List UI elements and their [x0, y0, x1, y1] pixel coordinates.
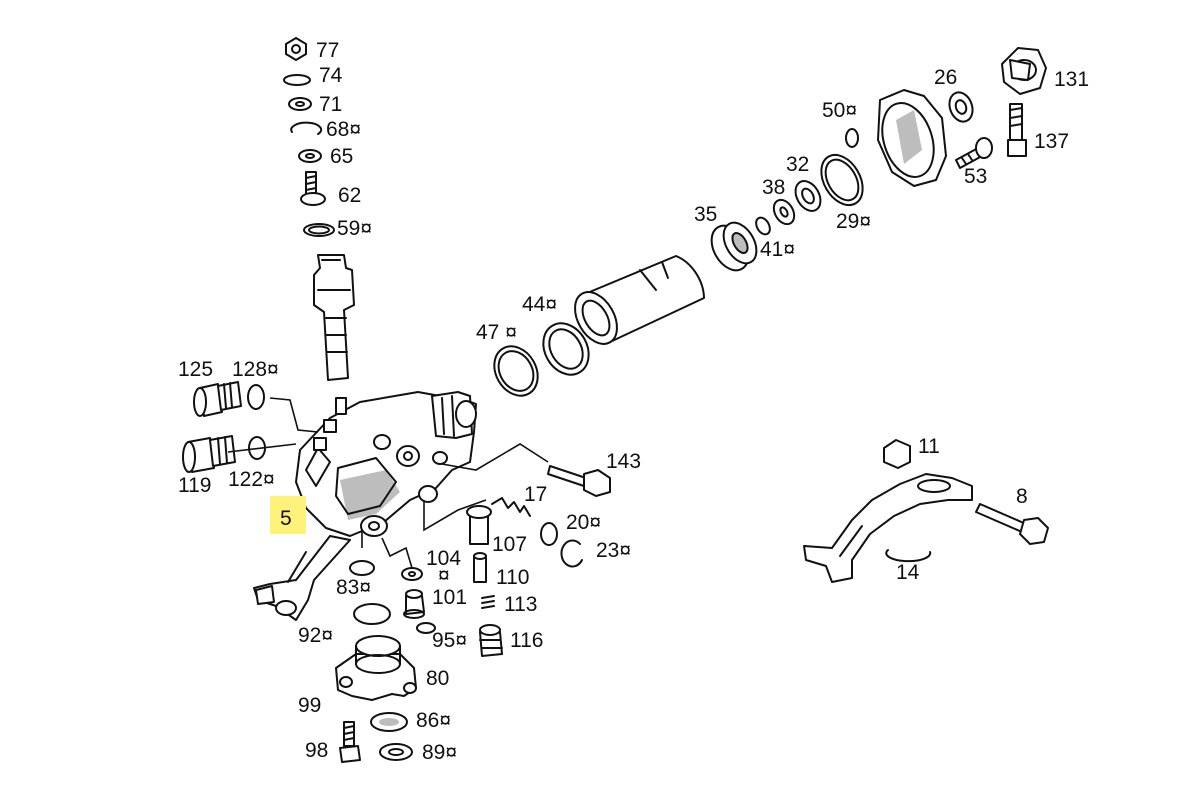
part-77-nut	[285, 37, 307, 61]
part-116-plug	[479, 624, 503, 657]
callout-119: 119	[178, 474, 211, 497]
callout-125: 125	[178, 358, 213, 381]
callout-104: 104	[426, 547, 461, 570]
callout-122: 122¤	[228, 468, 275, 491]
callout-20: 20¤	[566, 511, 601, 534]
part-32-washer	[794, 180, 822, 212]
part-53-bolt	[955, 137, 993, 169]
part-41-sealing-ring	[755, 216, 771, 236]
callout-98: 98	[305, 739, 328, 762]
callout-5: 5	[280, 507, 292, 530]
part-128-sealing-ring	[247, 384, 265, 410]
part-23-circlip	[560, 539, 583, 568]
callout-86: 86¤	[416, 709, 451, 732]
part-92-seal-ring	[353, 603, 391, 625]
callout-116: 116	[510, 629, 543, 652]
callout-38: 38	[762, 176, 785, 199]
part-44-seal-ring	[542, 322, 590, 376]
callout-14: 14	[896, 561, 920, 584]
callout-137: 137	[1034, 130, 1069, 153]
cylinder-tube	[574, 255, 705, 345]
part-8-bolt	[975, 503, 1049, 545]
part-38-washer	[772, 198, 796, 226]
part-101-plug	[403, 589, 425, 619]
callout-92: 92¤	[298, 624, 333, 647]
part-110-pin	[473, 552, 487, 583]
part-74-lock-washer	[283, 74, 311, 86]
callout-83: 83¤	[336, 576, 371, 599]
callout-74: 74	[319, 64, 343, 87]
callout-101: 101	[432, 586, 467, 609]
callout-77: 77	[316, 39, 339, 62]
part-59-seal-ring	[303, 223, 335, 237]
callout-104-mark: ¤	[438, 564, 450, 587]
part-107-plunger	[466, 505, 492, 545]
callout-143: 143	[606, 450, 641, 473]
callout-44: 44¤	[522, 293, 557, 316]
callout-71: 71	[319, 93, 342, 116]
pitman-arm	[253, 535, 351, 621]
callout-23: 23¤	[596, 539, 631, 562]
callout-35: 35	[694, 203, 717, 226]
end-cover	[877, 89, 947, 187]
part-17-spring	[491, 497, 531, 517]
part-26-bearing	[948, 91, 974, 123]
callout-80: 80	[426, 667, 449, 690]
callout-26: 26	[934, 66, 957, 89]
part-62-bolt	[300, 171, 326, 206]
callout-59: 59¤	[337, 217, 372, 240]
part-47-seal-ring	[493, 345, 539, 397]
callout-99: 99	[298, 694, 321, 717]
part-50-sealing-ring	[845, 128, 859, 148]
callout-29: 29¤	[836, 210, 871, 233]
part-99-bolt	[339, 721, 361, 763]
part-86-seal	[370, 712, 408, 732]
callout-128: 128¤	[232, 358, 279, 381]
part-14-circlip	[885, 549, 932, 563]
part-71-washer	[288, 97, 312, 111]
callout-89: 89¤	[422, 741, 457, 764]
callout-62: 62	[338, 184, 361, 207]
callout-17: 17	[524, 483, 547, 506]
callout-32: 32	[786, 153, 809, 176]
part-20-sealing-ring	[540, 522, 558, 546]
part-80-bearing-housing	[335, 635, 417, 701]
part-125-union-fitting	[193, 381, 242, 417]
callout-68: 68¤	[326, 118, 361, 141]
callout-8: 8	[1016, 485, 1028, 508]
part-65-washer	[298, 149, 322, 163]
steering-worm-shaft	[313, 254, 355, 381]
part-95-sealing-ring	[416, 622, 436, 634]
callout-107: 107	[492, 533, 527, 556]
steering-arm-bracket	[803, 473, 973, 583]
part-29-seal-ring	[820, 153, 864, 207]
callout-53: 53	[964, 165, 987, 188]
part-89-lock-washer	[379, 743, 413, 761]
part-11-nut	[883, 439, 911, 469]
part-131-coupling	[1001, 47, 1047, 95]
callout-95: 95¤	[432, 629, 467, 652]
callout-11: 11	[918, 435, 940, 458]
part-83-sealing-ring	[349, 560, 375, 576]
highlight-marker	[270, 496, 306, 534]
callout-113: 113	[504, 593, 537, 616]
callout-41: 41¤	[760, 238, 795, 261]
callout-110: 110	[496, 566, 529, 589]
leader-lines	[227, 397, 549, 569]
part-35-piston	[710, 221, 758, 272]
callout-65: 65	[330, 145, 353, 168]
part-143-bolt	[547, 465, 611, 497]
callout-131: 131	[1054, 68, 1089, 91]
part-113-spring	[481, 595, 495, 609]
part-104-washer	[401, 567, 423, 581]
steering-gear-housing	[295, 391, 477, 537]
callout-50: 50¤	[822, 99, 857, 122]
part-119-union-fitting	[182, 435, 236, 473]
part-68-circlip	[290, 121, 323, 135]
part-137-bolt	[1007, 103, 1027, 157]
callout-47: 47 ¤	[476, 321, 517, 344]
